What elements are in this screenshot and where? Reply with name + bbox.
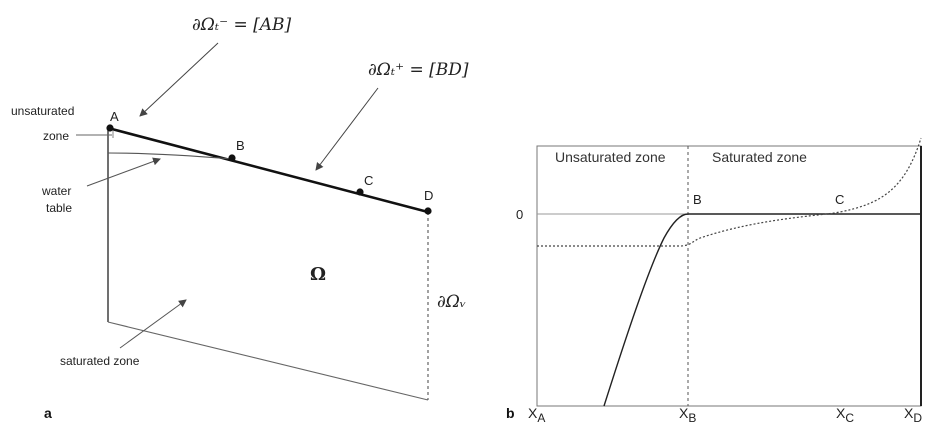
point-c-label-b: C xyxy=(835,192,844,207)
label-saturated-zone: saturated zone xyxy=(60,354,140,368)
plot-frame xyxy=(536,145,922,407)
boundary-minus-label: ∂Ωₜ⁻ = [AB] xyxy=(192,15,292,35)
label-water: water xyxy=(41,184,71,198)
point-a-dot xyxy=(106,124,114,132)
boundary-plus-arrow xyxy=(315,87,379,171)
water-table-line xyxy=(107,152,233,160)
saturated-zone-arrow xyxy=(119,299,187,349)
domain-omega: Ω xyxy=(310,264,326,285)
label-saturated-zone-b: Saturated zone xyxy=(712,149,807,165)
point-c-label: C xyxy=(364,173,373,188)
label-zone: zone xyxy=(43,129,69,143)
zero-tick-label: 0 xyxy=(516,207,523,222)
point-b-dot xyxy=(228,154,236,162)
dotted-curve xyxy=(537,137,922,247)
label-table: table xyxy=(46,201,72,215)
x-tick-c: XC xyxy=(836,405,854,425)
point-d-label: D xyxy=(424,188,433,203)
point-b-label: B xyxy=(236,138,245,153)
x-tick-b: XB xyxy=(679,405,696,425)
bottom-boundary xyxy=(107,321,429,401)
x-tick-a: XA xyxy=(528,405,545,425)
point-b-label-b: B xyxy=(693,192,702,207)
boundary-minus-arrow xyxy=(139,42,219,117)
panel-a-label: a xyxy=(44,405,52,421)
water-table-arrow xyxy=(86,157,161,187)
boundary-plus-label: ∂Ωₜ⁺ = [BD] xyxy=(368,60,469,80)
label-unsaturated-zone: Unsaturated zone xyxy=(555,149,666,165)
label-unsaturated: unsaturated xyxy=(11,104,74,118)
point-d-dot xyxy=(424,207,432,215)
point-a-label: A xyxy=(110,109,119,124)
panel-a: A B C D unsaturated zone water table sat… xyxy=(11,15,469,421)
x-tick-d: XD xyxy=(904,405,922,425)
top-surface-ad xyxy=(107,126,429,214)
point-c-dot xyxy=(356,188,364,196)
panel-b-label: b xyxy=(506,405,515,421)
panel-b: Unsaturated zone Saturated zone B C 0 XA… xyxy=(506,137,922,425)
boundary-v-label: ∂Ωᵥ xyxy=(437,292,466,312)
solid-curve xyxy=(603,213,921,407)
